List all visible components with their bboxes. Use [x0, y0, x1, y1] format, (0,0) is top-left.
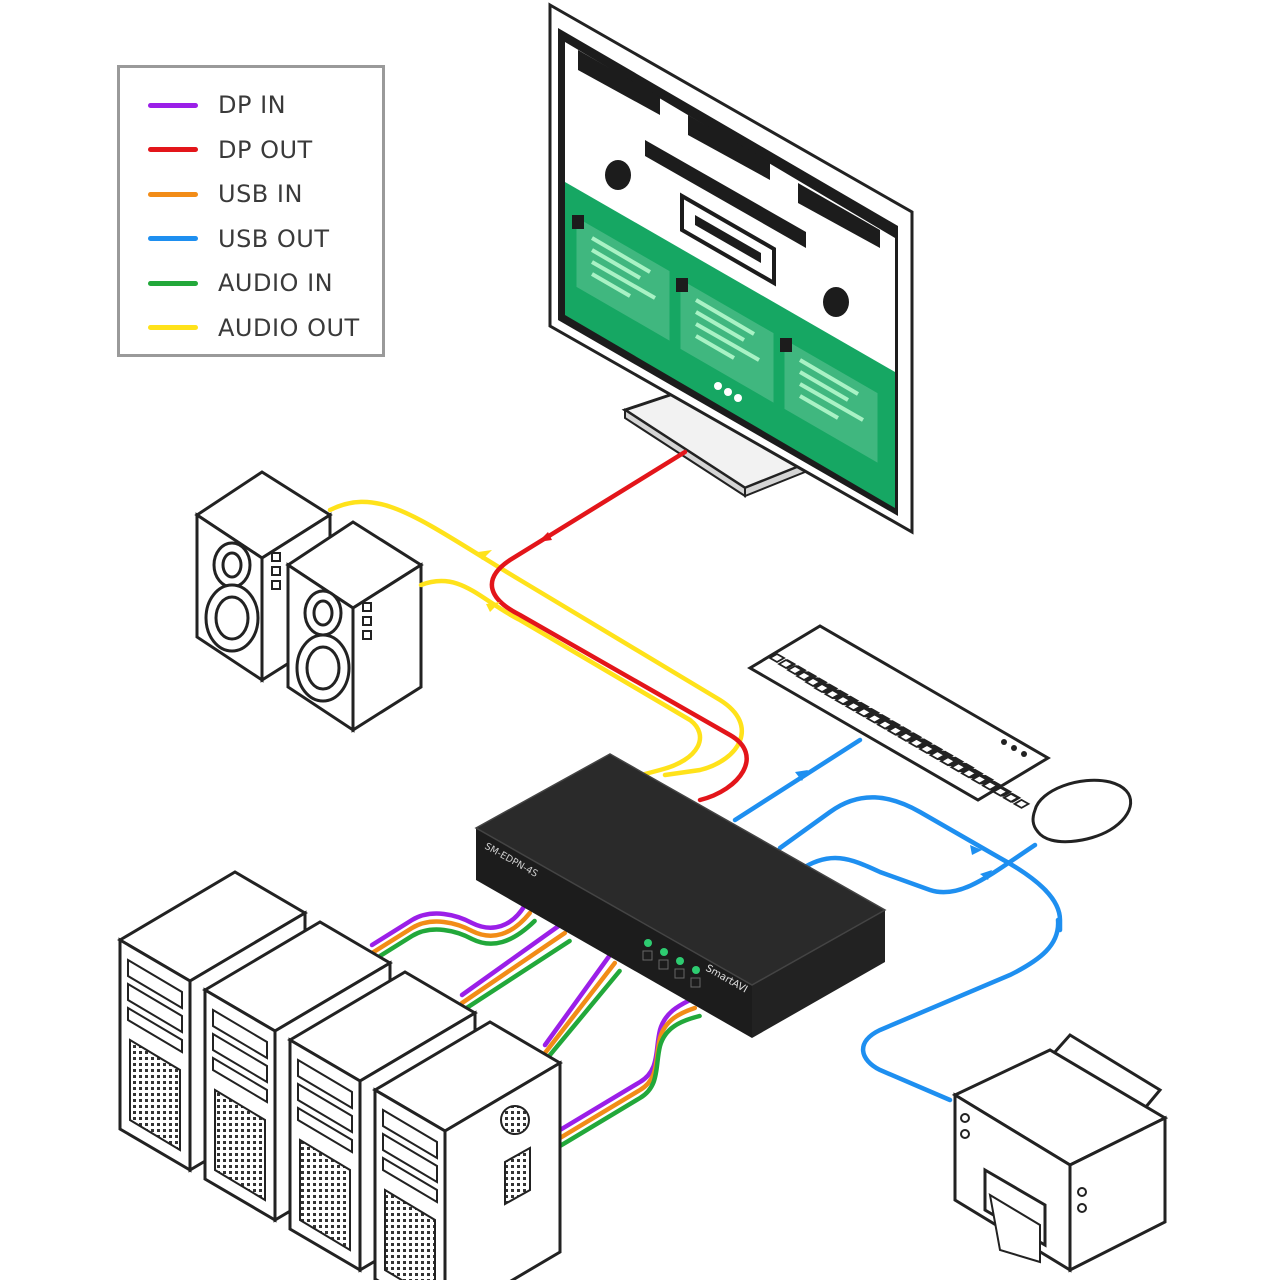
port-led	[676, 957, 684, 965]
keyboard-key	[981, 780, 999, 791]
keyboard-key	[834, 695, 852, 706]
keyboard-key	[886, 725, 905, 736]
keyboard-key	[970, 774, 989, 785]
legend-label: USB OUT	[218, 224, 330, 253]
keyboard-key	[768, 652, 786, 664]
legend-swatch	[148, 191, 198, 197]
vent-grille	[384, 1188, 436, 1280]
legend-swatch	[148, 102, 198, 108]
fan-vent	[500, 1105, 530, 1135]
audio-out-cable-1	[327, 499, 744, 778]
kvm-switch: SM-EDPN-4S SmartAVI	[474, 753, 887, 1038]
legend-label: DP OUT	[218, 135, 313, 164]
usb-mouse-cable	[777, 795, 1063, 933]
computers	[117, 870, 563, 1280]
keyboard-key	[786, 664, 804, 676]
legend-item: DP IN	[148, 90, 286, 120]
usb-hub-cable	[797, 842, 1038, 895]
keyboard-key	[777, 658, 795, 670]
legend-swatch	[148, 147, 198, 152]
legend-label: DP IN	[218, 91, 287, 119]
legend-label: AUDIO IN	[218, 269, 334, 297]
vent-grille	[214, 1088, 266, 1202]
cables-usb	[732, 737, 1063, 1103]
legend-swatch	[148, 236, 198, 241]
input-cable	[557, 997, 693, 1133]
keyboard-key	[813, 682, 831, 694]
computer-tower	[372, 1020, 563, 1280]
keyboard-key	[939, 756, 957, 767]
keyboard-key	[991, 786, 1010, 797]
port-button	[690, 977, 701, 988]
keyboard-key	[1002, 792, 1020, 803]
usb-keyboard-cable	[732, 737, 863, 823]
keyboard-key	[855, 707, 873, 718]
input-cable	[459, 930, 568, 1006]
keyboard-key	[949, 762, 968, 773]
vent-grille	[129, 1038, 181, 1152]
keyboard-key	[1012, 798, 1031, 809]
input-cable	[369, 910, 533, 956]
audio-out-cable-2	[418, 578, 703, 777]
legend: DP IN DP OUT USB IN USB OUT AUDIO IN AUDIO OU…	[117, 65, 385, 357]
usb-printer-cable	[860, 917, 1061, 1103]
legend-item: USB OUT	[148, 224, 330, 254]
legend-item: DP OUT	[148, 135, 313, 165]
keyboard-key	[907, 737, 926, 748]
port-button	[674, 968, 685, 979]
input-cable	[542, 968, 622, 1064]
keyboard-key	[918, 743, 936, 755]
keyboard-key	[960, 768, 978, 779]
keyboard-key	[804, 676, 822, 688]
input-cable	[459, 922, 563, 998]
input-cable	[542, 960, 618, 1056]
port-button	[658, 959, 669, 970]
cables-input	[369, 902, 702, 1149]
port-led	[644, 939, 652, 947]
legend-item: USB IN	[148, 179, 303, 209]
legend-label: USB IN	[218, 180, 303, 208]
legend-swatch	[148, 280, 198, 286]
keyboard-key	[897, 731, 915, 742]
legend-label: AUDIO OUT	[218, 313, 360, 342]
speaker-right	[285, 520, 424, 733]
legend-swatch	[148, 325, 198, 330]
keyboard-key	[876, 719, 894, 730]
port-led	[692, 966, 700, 974]
keyboard-key	[865, 713, 884, 724]
keyboard-key	[928, 750, 947, 761]
keyboard	[747, 624, 1051, 809]
input-cable	[369, 918, 537, 964]
monitor	[548, 2, 914, 535]
dp-out-cable	[489, 449, 749, 803]
input-cable	[542, 952, 613, 1048]
mouse	[1031, 778, 1133, 844]
printer	[951, 1033, 1169, 1273]
legend-item: AUDIO IN	[148, 268, 333, 298]
input-cable	[459, 938, 572, 1014]
keyboard-key	[823, 689, 842, 700]
port-led	[660, 948, 668, 956]
port-button	[642, 950, 653, 961]
keyboard-key	[795, 670, 813, 682]
vent-grille	[299, 1138, 351, 1252]
input-cable	[369, 902, 528, 948]
legend-item: AUDIO OUT	[148, 313, 360, 343]
keyboard-key	[844, 701, 863, 712]
input-cable	[557, 1005, 698, 1141]
cables-output	[327, 449, 749, 803]
input-cable	[557, 1013, 702, 1149]
